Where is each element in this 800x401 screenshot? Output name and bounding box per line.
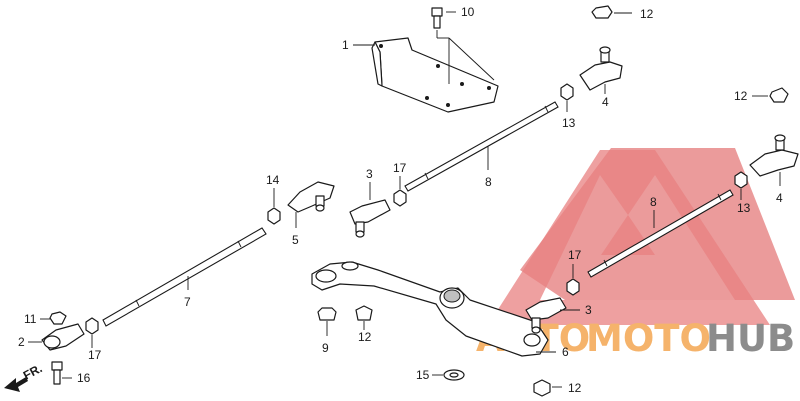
washer-17-upper [393, 189, 407, 207]
washer-17-right [566, 278, 580, 296]
nut-12-bottom [533, 379, 551, 397]
callout-8-upper: 8 [485, 175, 492, 189]
nut-11 [49, 311, 67, 325]
callout-12-bottom: 12 [568, 381, 582, 395]
callout-11: 11 [24, 312, 37, 326]
tie-rod-end-5 [287, 181, 335, 213]
front-arrow-icon: FR. [4, 361, 44, 392]
rod-8-right [587, 189, 734, 278]
watermark-text-hub: HUB [706, 317, 795, 360]
callout-12-right: 12 [734, 89, 748, 103]
nut-14 [267, 207, 281, 225]
nut-12-right [769, 87, 789, 103]
callout-1: 1 [342, 38, 349, 52]
drag-link-arm-6 [311, 261, 549, 357]
tie-rod-end-3-middle [349, 199, 391, 238]
callout-17-left: 17 [88, 348, 102, 362]
tie-rod-end-4-upper [579, 46, 623, 91]
callout-12-top: 12 [640, 7, 654, 21]
bracket-plate [371, 37, 499, 113]
callout-17-right: 17 [568, 248, 582, 262]
bolt-16 [51, 361, 63, 385]
callout-3-lower: 3 [585, 303, 592, 317]
callout-17-upper: 17 [393, 161, 407, 175]
callout-2: 2 [18, 335, 25, 349]
nut-13-upper [560, 83, 574, 101]
washer-15 [443, 369, 465, 381]
tie-rod-end-2 [41, 323, 85, 351]
callout-9: 9 [322, 341, 329, 355]
callout-4-right: 4 [776, 191, 783, 205]
callout-13-right: 13 [737, 201, 751, 215]
watermark-text-moto: MOTO [586, 317, 711, 360]
callout-14: 14 [266, 173, 280, 187]
callout-15: 15 [416, 368, 430, 382]
callout-10: 10 [461, 5, 475, 19]
nut-12-top [591, 5, 613, 19]
rod-8-upper [404, 101, 559, 192]
callout-8-right: 8 [650, 195, 657, 209]
callout-5: 5 [292, 233, 299, 247]
tie-rod-end-4-right [749, 134, 799, 177]
washer-17-left [85, 317, 99, 335]
callout-4-upper: 4 [602, 95, 609, 109]
callout-3-middle: 3 [366, 167, 373, 181]
nut-13-right [734, 171, 748, 189]
bolt-10 [431, 7, 443, 29]
nut-12-middle [355, 305, 373, 321]
tie-rod-end-3-lower [525, 297, 567, 334]
callout-13-upper: 13 [562, 116, 576, 130]
callout-6: 6 [562, 345, 569, 359]
bushing-9 [317, 307, 337, 321]
callout-16: 16 [77, 371, 91, 385]
callout-12-middle: 12 [358, 330, 372, 344]
callout-7: 7 [184, 295, 191, 309]
rod-7 [102, 227, 267, 327]
